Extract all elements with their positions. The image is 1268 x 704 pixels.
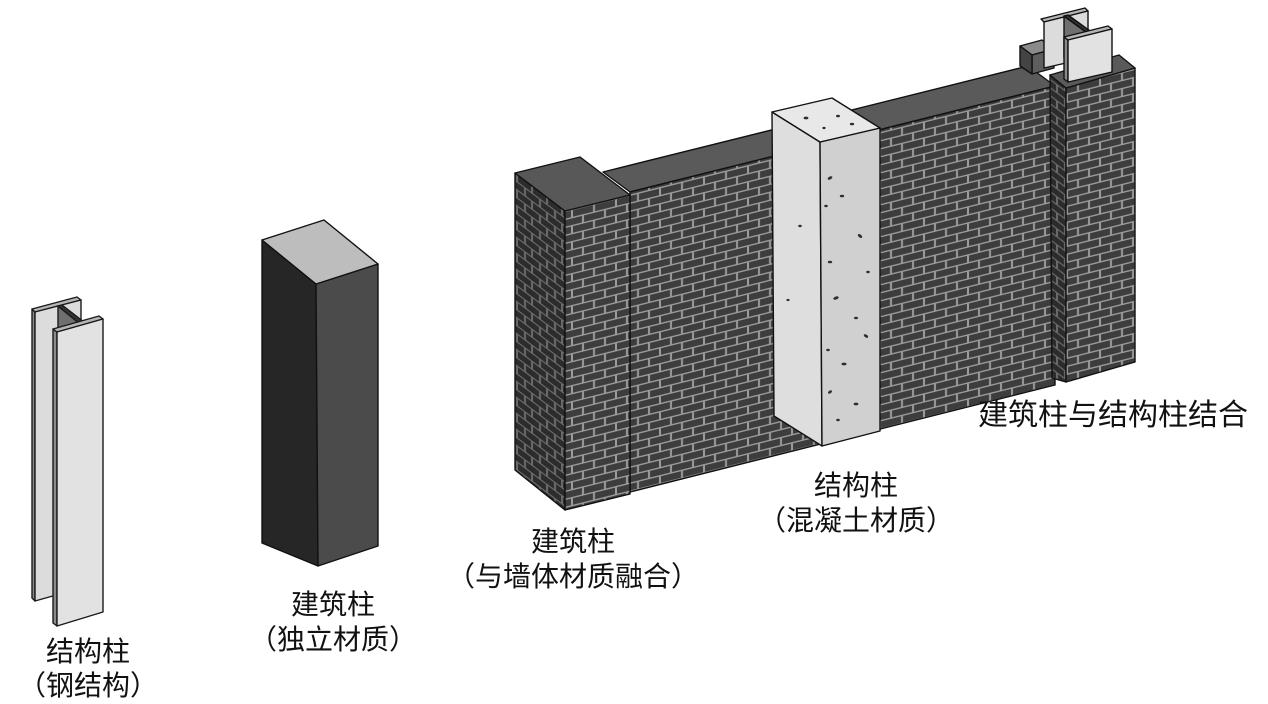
label-arch-wall-title: 建筑柱: [530, 525, 616, 558]
speck: [857, 233, 863, 239]
label-concrete-subtitle: （混凝土材质）: [757, 504, 955, 537]
architectural-column-box: [261, 219, 379, 567]
embedded-front-flange-face: [1067, 28, 1113, 83]
box-left-face: [261, 239, 319, 567]
speck: [803, 116, 809, 120]
pilaster-left-face: [514, 172, 566, 511]
right-pilaster-front-face: [1065, 67, 1136, 383]
label-architectural-column-wall: 建筑柱 （与墙体材质融合）: [447, 524, 699, 594]
speck: [839, 194, 845, 198]
speck: [786, 298, 790, 302]
speck: [826, 348, 830, 352]
label-combined-column: 建筑柱与结构柱结合: [978, 398, 1248, 433]
speck: [849, 122, 855, 126]
speck: [854, 316, 858, 320]
label-steel-title: 结构柱: [45, 635, 131, 668]
box-right-face: [315, 263, 379, 567]
concrete-top-face: [771, 97, 881, 143]
label-arch-wall-subtitle: （与墙体材质融合）: [446, 560, 700, 593]
speck: [824, 204, 828, 208]
label-architectural-column-independent: 建筑柱 （独立材质）: [249, 587, 417, 657]
box-top-face: [261, 219, 379, 285]
speck: [841, 362, 847, 366]
left-brick-pilaster: [514, 156, 631, 511]
concrete-column: [771, 97, 881, 447]
right-brick-pilaster: [1049, 54, 1136, 383]
concrete-aggregate-specks: [786, 114, 870, 422]
speck: [863, 334, 869, 338]
embedded-steel-column: [1040, 7, 1113, 83]
speck: [836, 418, 840, 422]
steel-column: [31, 296, 104, 627]
pilaster-front-face: [564, 194, 631, 511]
speck: [836, 114, 840, 118]
speck: [822, 126, 826, 130]
speck: [866, 270, 870, 274]
label-combined-title: 建筑柱与结构柱结合: [978, 398, 1248, 433]
label-arch-independent-subtitle: （独立材质）: [248, 623, 418, 656]
speck: [798, 224, 802, 228]
concrete-left-face: [771, 111, 823, 447]
label-concrete-title: 结构柱: [813, 469, 899, 502]
speck: [828, 390, 832, 394]
label-steel-subtitle: （钢结构）: [17, 669, 159, 702]
pilaster-top-face: [514, 156, 631, 212]
concrete-front-face: [819, 127, 881, 447]
label-concrete-column: 结构柱 （混凝土材质）: [758, 468, 954, 538]
speck: [827, 176, 833, 180]
speck: [833, 296, 839, 300]
steel-front-flange-face: [56, 318, 104, 627]
speck: [827, 260, 833, 264]
speck: [853, 402, 859, 406]
right-pilaster-left-face: [1049, 74, 1067, 383]
label-arch-independent-title: 建筑柱: [290, 588, 376, 621]
label-steel-column: 结构柱 （钢结构）: [18, 635, 158, 703]
cap-step-side: [1019, 45, 1033, 75]
brick-wall-assembly: [514, 7, 1136, 511]
